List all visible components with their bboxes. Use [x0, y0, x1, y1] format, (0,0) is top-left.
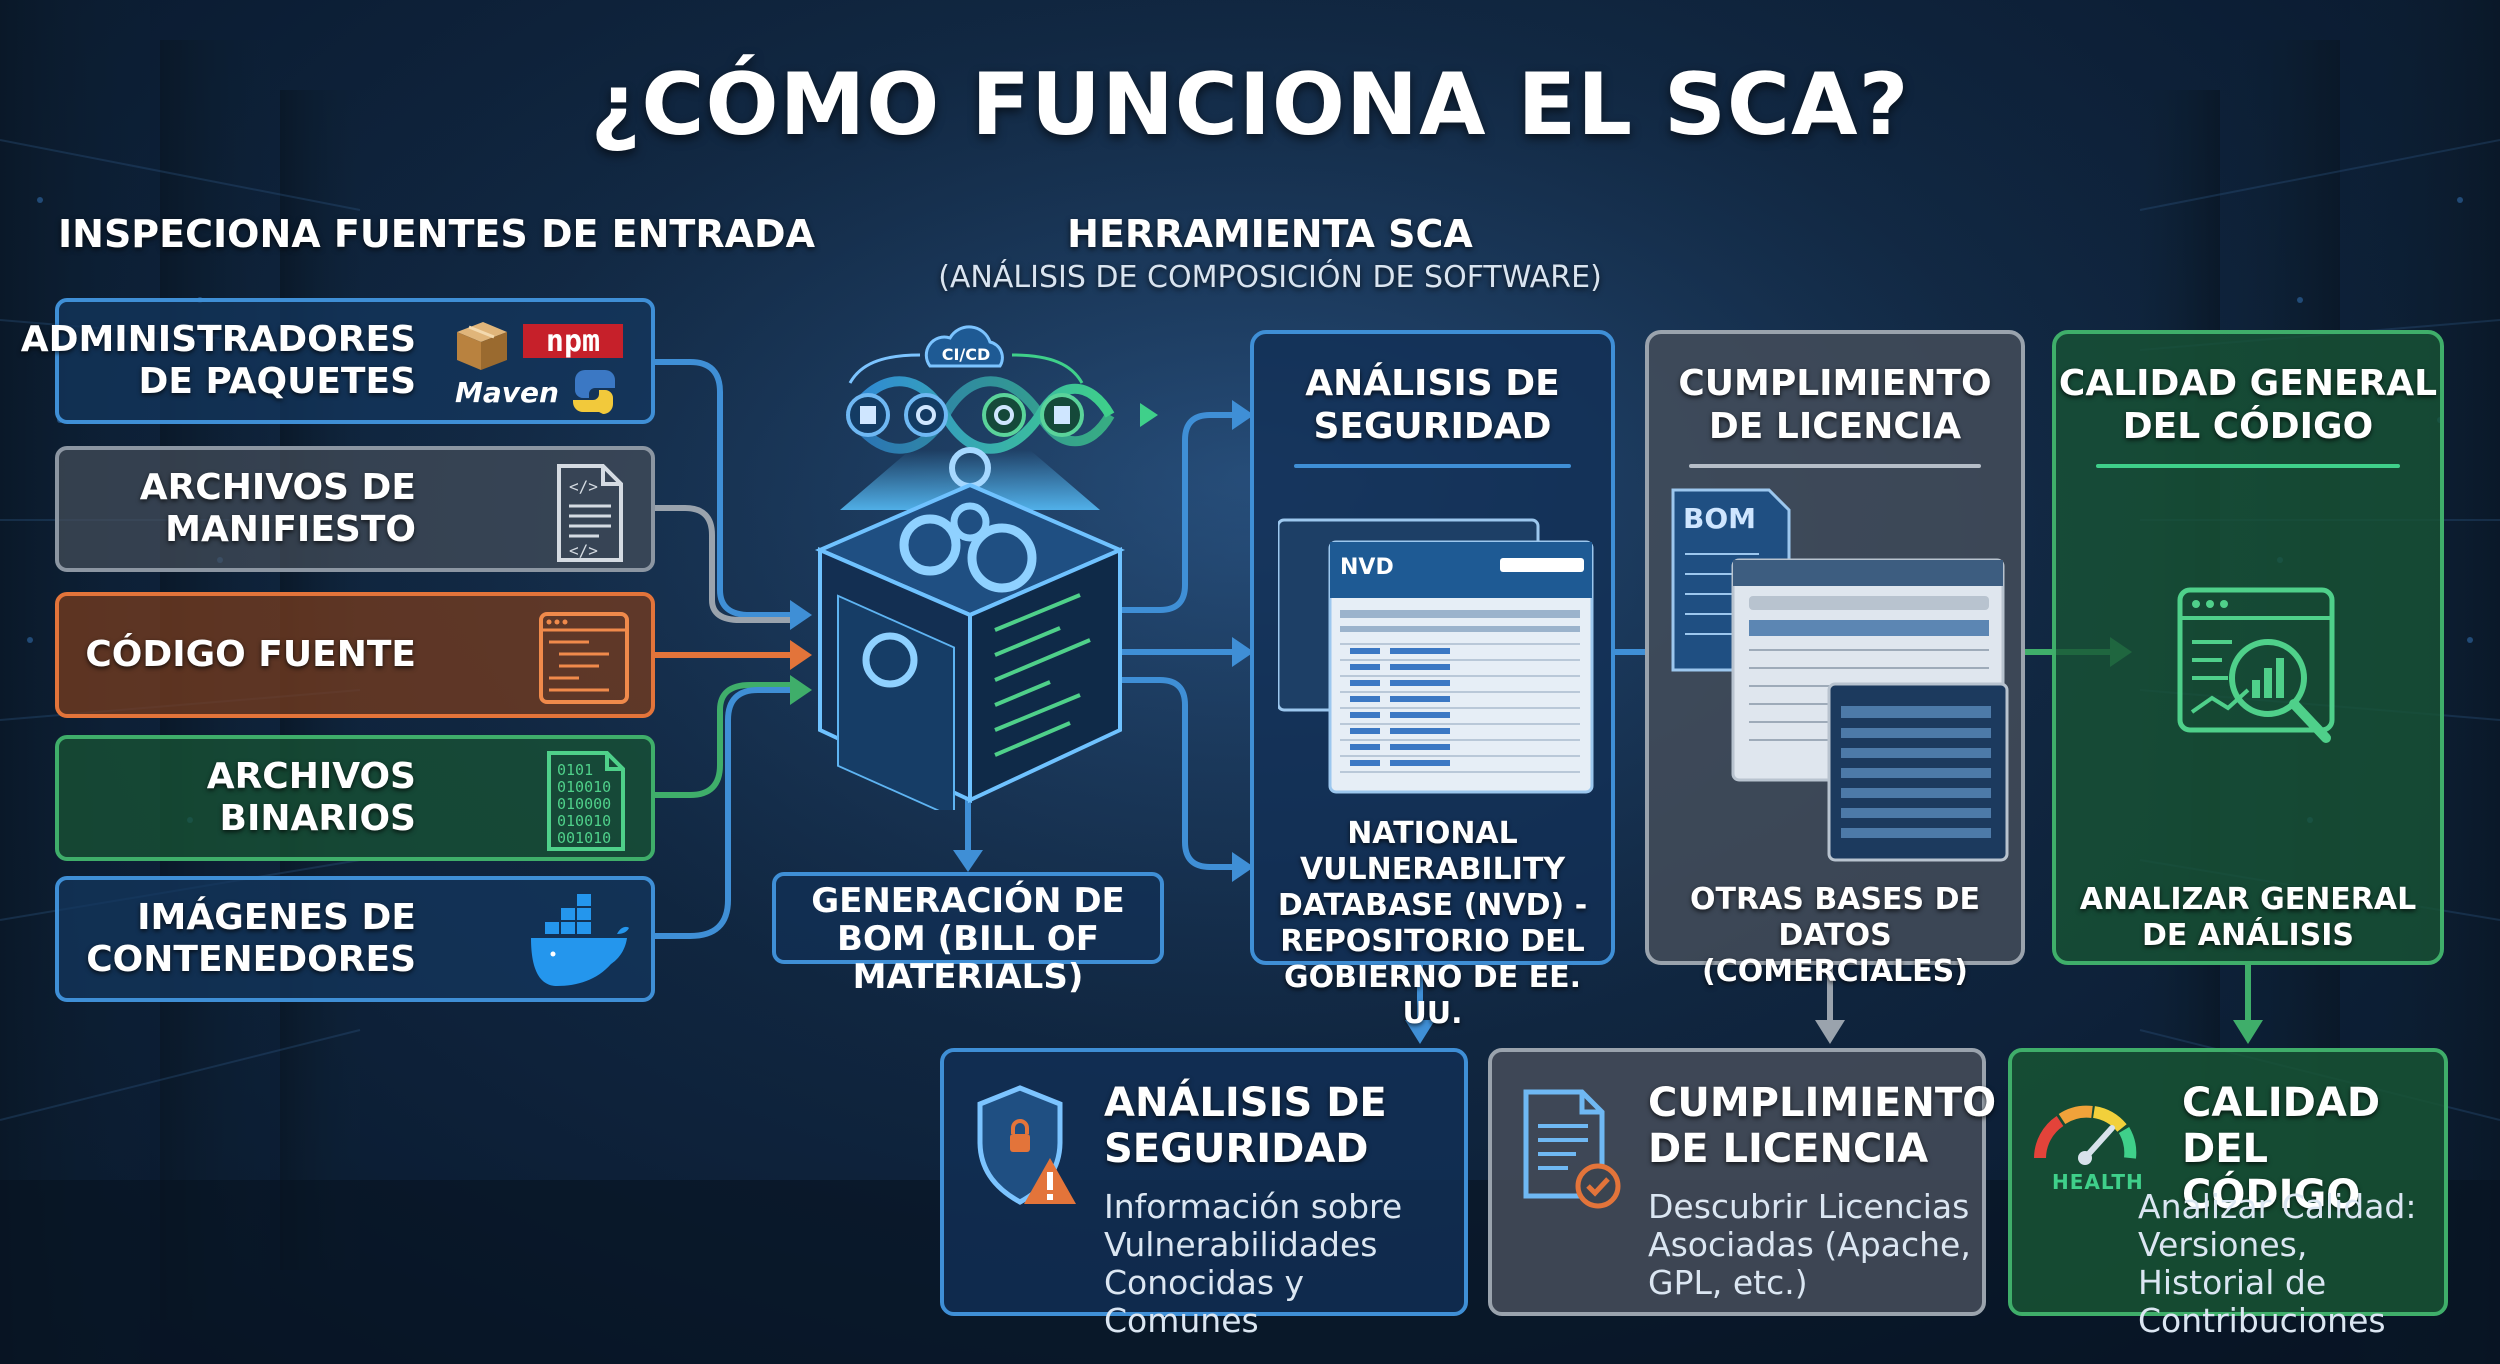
license-document-icon	[1523, 1089, 1621, 1209]
binary-file-icon: 0101 010010 010000 010010 001010	[547, 751, 625, 851]
package-managers-logos: npm Maven	[455, 322, 623, 414]
output-title: CALIDAD DEL CÓDIGO	[2182, 1080, 2381, 1218]
column-footer: NATIONAL VULNERABILITY DATABASE (NVD) - …	[1277, 816, 1588, 1031]
output-description: Información sobre Vulnerabilidades Conoc…	[1104, 1187, 1403, 1340]
source-label: CÓDIGO FUENTE	[85, 634, 416, 675]
binary-line: 010010	[557, 778, 611, 796]
column-license-compliance[interactable]: CUMPLIMIENTO DE LICENCIA BOM OTRAS BASES…	[1645, 330, 2025, 989]
code-window-icon	[539, 612, 629, 704]
column-divider	[1294, 464, 1571, 468]
output-title: ANÁLISIS DE SEGURIDAD	[1104, 1080, 1387, 1172]
column-footer: OTRAS BASES DE DATOS (COMERCIALES)	[1690, 882, 1980, 989]
cicd-label: CI/CD	[942, 345, 991, 364]
npm-logo-text: npm	[546, 324, 600, 359]
source-label: IMÁGENES DE CONTENEDORES	[86, 897, 416, 980]
binary-line: 001010	[557, 829, 611, 847]
source-manifest-files[interactable]: ARCHIVOS DE MANIFIESTO </> </>	[55, 446, 655, 572]
sca-tool-cube-illustration: CI/CD	[800, 325, 1158, 810]
source-package-managers[interactable]: ADMINISTRADORES DE PAQUETES npm Maven	[20, 298, 655, 424]
tool-subheading: (ANÁLISIS DE COMPOSICIÓN DE SOFTWARE)	[938, 260, 1602, 295]
svg-text:</>: </>	[569, 477, 598, 496]
column-title: CUMPLIMIENTO DE LICENCIA	[1678, 363, 1992, 447]
gauge-label: HEALTH	[2052, 1170, 2144, 1194]
column-divider	[1689, 464, 1981, 468]
output-description: Descubrir Licencias Asociadas (Apache, G…	[1648, 1187, 1971, 1302]
column-security-analysis[interactable]: ANÁLISIS DE SEGURIDAD NVD NATI	[1250, 330, 1615, 1031]
output-license-compliance[interactable]: CUMPLIMIENTO DE LICENCIA Descubrir Licen…	[1488, 1048, 1996, 1316]
manifest-file-icon: </> </>	[557, 464, 623, 562]
binary-line: 010000	[557, 795, 611, 813]
column-title: CALIDAD GENERAL DEL CÓDIGO	[2058, 363, 2438, 447]
source-label: ARCHIVOS BINARIOS	[206, 756, 416, 839]
nvd-label: NVD	[1340, 555, 1394, 580]
column-divider	[2096, 464, 2400, 468]
column-code-quality[interactable]: CALIDAD GENERAL DEL CÓDIGO ANALIZAR GENE…	[2052, 330, 2444, 965]
svg-text:</>: </>	[569, 541, 598, 560]
cicd-cloud-icon: CI/CD	[848, 325, 1084, 384]
inputs-heading: INSPECIONA FUENTES DE ENTRADA	[58, 212, 815, 256]
shield-alert-icon	[977, 1085, 1076, 1205]
source-label: ADMINISTRADORES DE PAQUETES	[20, 319, 416, 402]
output-description: Analizar Calidad: Versiones, Historial d…	[2138, 1187, 2417, 1340]
source-container-images[interactable]: IMÁGENES DE CONTENEDORES	[55, 876, 655, 1002]
maven-logo-text: Maven	[455, 376, 559, 409]
npm-logo	[523, 324, 623, 358]
binary-line: 010010	[557, 812, 611, 830]
cube-icon	[814, 482, 1126, 810]
output-code-quality[interactable]: HEALTH CALIDAD DEL CÓDIGO Analizar Calid…	[2008, 1048, 2448, 1340]
bom-screen-label: BOM	[1683, 502, 1756, 535]
binary-line: 0101	[557, 761, 593, 779]
health-gauge-icon	[2034, 1105, 2137, 1165]
column-footer: ANALIZAR GENERAL DE ANÁLISIS	[2079, 882, 2417, 953]
pipeline-icon	[800, 376, 1158, 454]
output-title: CUMPLIMIENTO DE LICENCIA	[1648, 1080, 1997, 1172]
bom-generation-box[interactable]: GENERACIÓN DE BOM (BILL OF MATERIALS)	[772, 872, 1164, 996]
docker-icon	[531, 894, 629, 986]
tool-heading: HERRAMIENTA SCA	[1067, 212, 1473, 256]
page-title: ¿CÓMO FUNCIONA EL SCA?	[590, 55, 1910, 155]
code-analysis-chart-icon	[2177, 587, 2335, 743]
nvd-database-screen: NVD	[1278, 518, 1594, 794]
source-label: ARCHIVOS DE MANIFIESTO	[139, 467, 416, 550]
package-box-icon	[457, 322, 507, 370]
source-code[interactable]: CÓDIGO FUENTE	[55, 592, 655, 718]
column-title: ANÁLISIS DE SEGURIDAD	[1305, 363, 1560, 447]
license-database-screen: BOM	[1671, 488, 2009, 862]
python-icon	[573, 370, 615, 414]
source-binary-files[interactable]: ARCHIVOS BINARIOS 0101 010010 010000 010…	[55, 735, 655, 861]
output-security-analysis[interactable]: ANÁLISIS DE SEGURIDAD Información sobre …	[940, 1048, 1468, 1340]
